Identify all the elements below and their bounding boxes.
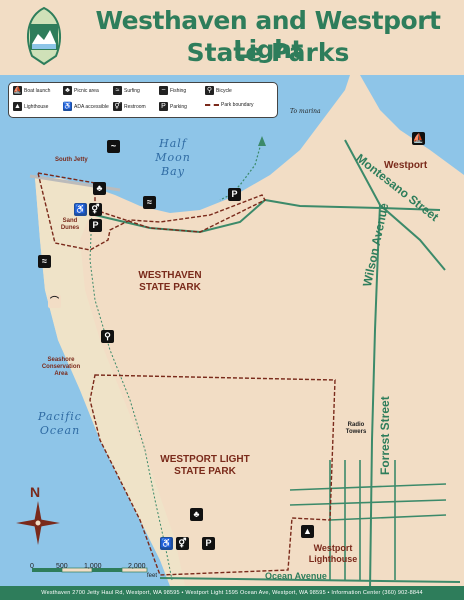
surfing-icon: ≈ xyxy=(113,86,122,95)
river-area xyxy=(360,75,464,175)
fishing-icon: ~ xyxy=(107,140,120,153)
legend-lighthouse: ▲Lighthouse xyxy=(13,102,49,111)
legend-ada: ♿ADA accessible xyxy=(63,102,109,111)
dune-icon: ⌒ xyxy=(48,295,61,308)
restroom-icon: ⚥ xyxy=(113,102,122,111)
state-parks-seal-icon xyxy=(27,6,61,66)
footer-contact-info: Westhaven 2700 Jetty Haul Rd, Westport, … xyxy=(0,586,464,600)
picnic-area-icon: ♣ xyxy=(190,508,203,521)
scale-bar xyxy=(32,567,148,573)
road-ocean-ave xyxy=(159,577,461,583)
map-legend: ⛵Boat launch ♣Picnic area ≈Surfing ~Fish… xyxy=(8,82,278,118)
to-marina-arrow xyxy=(258,136,266,146)
compass-rose-icon xyxy=(16,501,60,545)
sand-dunes-label: Sand Dunes xyxy=(60,218,80,231)
south-jetty-label: South Jetty xyxy=(55,157,88,163)
surfing-icon: ≈ xyxy=(143,196,156,209)
park-boundary-icon xyxy=(205,103,219,106)
surfing-icon: ≈ xyxy=(38,255,51,268)
legend-fishing: ~Fishing xyxy=(159,86,186,95)
westport-label: Westport xyxy=(384,160,428,171)
restroom-icon: ⚥ xyxy=(176,537,189,550)
legend-park-boundary: Park boundary xyxy=(205,102,254,108)
forrest-street-label: Forrest Street xyxy=(378,396,392,475)
bicycle-icon: ⚲ xyxy=(101,330,114,343)
legend-picnic: ♣Picnic area xyxy=(63,86,99,95)
scale-unit: feet xyxy=(147,573,158,579)
ocean-avenue-label: Ocean Avenue xyxy=(265,571,327,581)
parking-icon: P xyxy=(89,219,102,232)
legend-surfing: ≈Surfing xyxy=(113,86,140,95)
lighthouse-icon: ▲ xyxy=(13,102,22,111)
beach-trail xyxy=(89,209,173,581)
scale-tick-1000: 1,000 xyxy=(84,563,102,570)
picnic-area-icon: ♣ xyxy=(93,182,106,195)
radio-towers-label: Radio Towers xyxy=(345,422,367,435)
seashore-conservation-label: Seashore Conservation Area xyxy=(41,357,81,377)
boat-launch-icon: ⛵ xyxy=(13,86,22,95)
town-grid xyxy=(289,460,447,580)
to-marina-label: To marina xyxy=(290,108,321,115)
north-label: N xyxy=(30,484,41,500)
lighthouse-icon: ▲ xyxy=(301,525,314,538)
road-wilson xyxy=(369,204,381,591)
scale-tick-0: 0 xyxy=(30,563,34,570)
fishing-icon: ~ xyxy=(159,86,168,95)
westport-lighthouse-label: Westport Lighthouse xyxy=(308,543,358,564)
road-montesano xyxy=(344,139,446,271)
parking-icon: P xyxy=(202,537,215,550)
westhaven-park-label: WESTHAVEN STATE PARK xyxy=(138,270,202,293)
ada-icon: ♿ xyxy=(63,102,72,111)
westport-light-park-label: WESTPORT LIGHT STATE PARK xyxy=(160,454,250,477)
pacific-ocean-label: Pacific Ocean xyxy=(38,410,82,437)
westport-light-boundary xyxy=(89,374,336,576)
trail-path xyxy=(219,139,263,201)
parking-icon: P xyxy=(159,102,168,111)
boat-launch-icon: ⛵ xyxy=(412,132,425,145)
ada-icon: ♿ xyxy=(74,203,87,216)
legend-boat-launch: ⛵Boat launch xyxy=(13,86,51,95)
bicycle-icon: ⚲ xyxy=(205,86,214,95)
park-map xyxy=(0,75,464,591)
water-area xyxy=(0,75,350,586)
scale-tick-500: 500 xyxy=(56,563,68,570)
restroom-icon: ⚥ xyxy=(89,203,102,216)
westhaven-boundary xyxy=(37,172,266,251)
scale-tick-2000: 2,000 xyxy=(128,563,146,570)
legend-restroom: ⚥Restroom xyxy=(113,102,146,111)
legend-bicycle: ⚲Bicycle xyxy=(205,86,232,95)
dune-strip xyxy=(35,178,185,586)
parking-icon: P xyxy=(228,188,241,201)
half-moon-bay-label: Half Moon Bay xyxy=(155,137,191,178)
ada-icon: ♿ xyxy=(160,537,173,550)
title-line-2: State Parks xyxy=(186,38,350,67)
title-line-1: Westhaven and Westport Light xyxy=(95,6,441,64)
picnic-area-icon: ♣ xyxy=(63,86,72,95)
